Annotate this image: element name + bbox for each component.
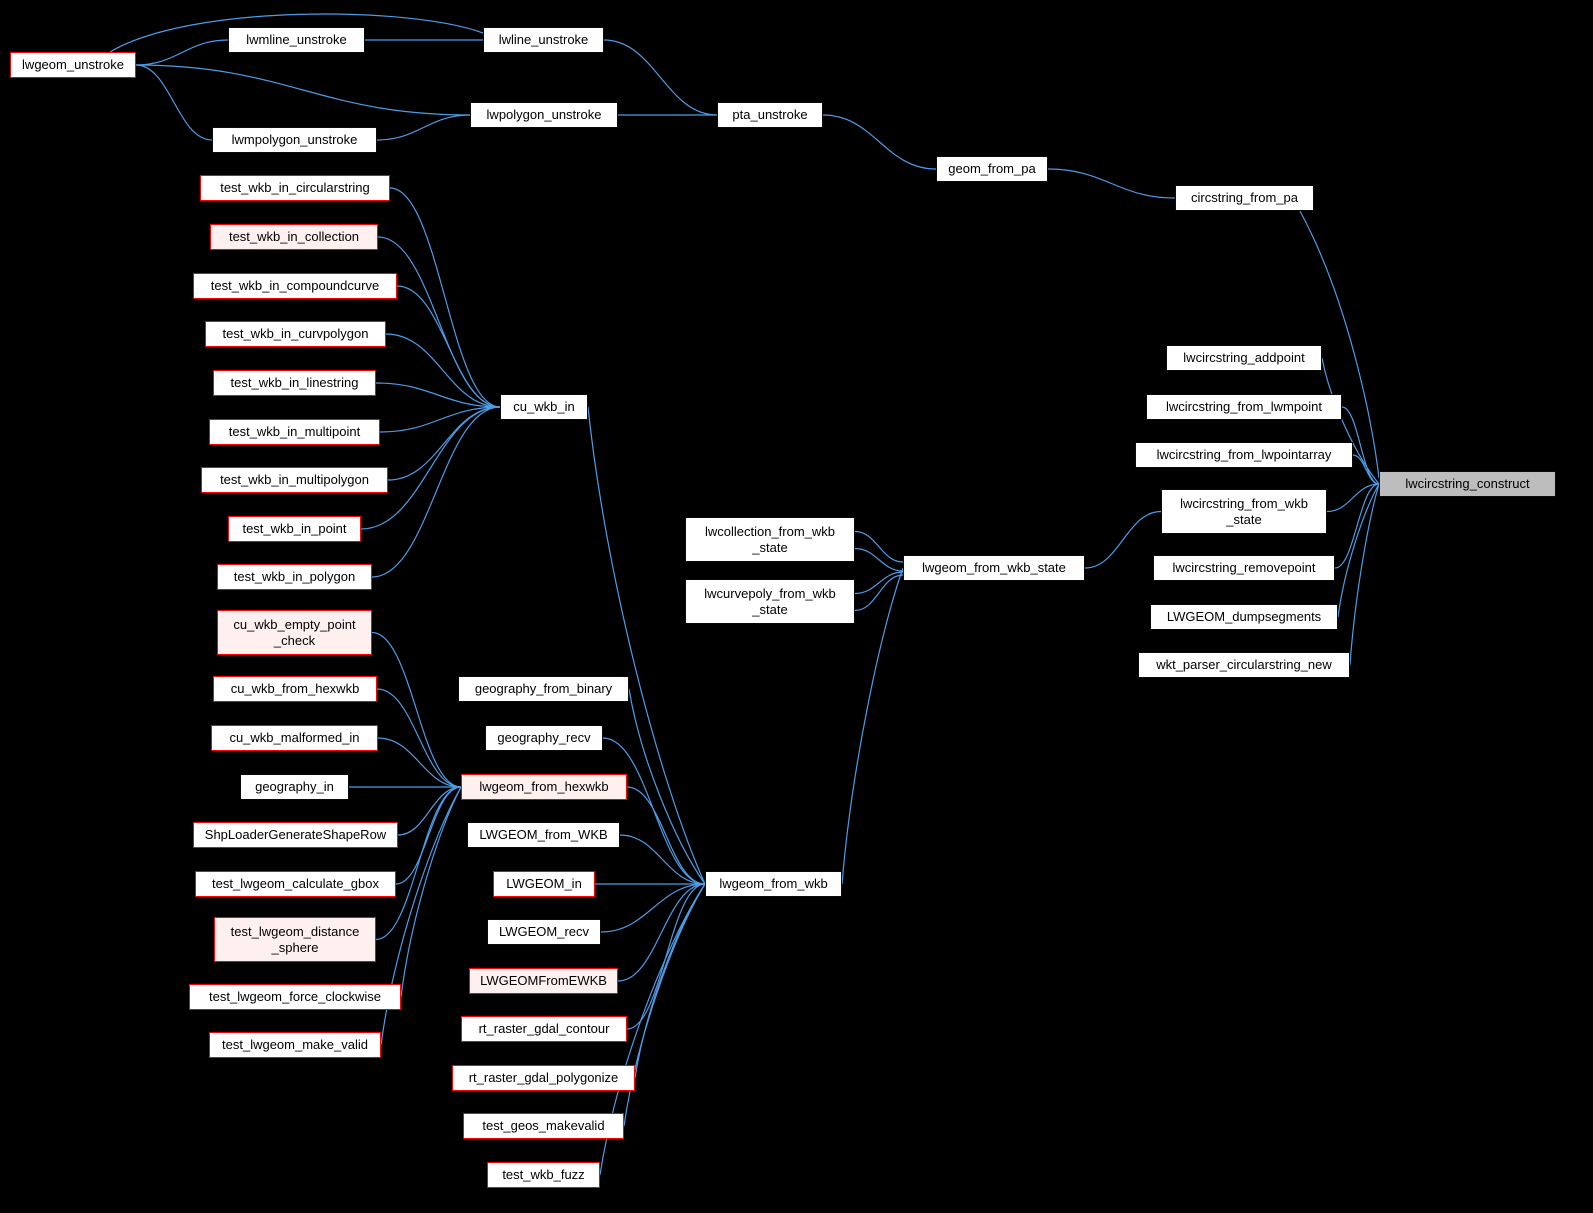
- edge-circstring-from-pa-to-lwcircstring-construct: [1299, 210, 1380, 479]
- node-lwgeom-from-wkb[interactable]: LWGEOM_from_WKB: [467, 822, 620, 848]
- edge-test-wkb-in-collection-to-cu-wkb-in: [377, 236, 501, 408]
- node-cu-wkb-malformed-in[interactable]: cu_wkb_malformed_in: [211, 725, 378, 751]
- edge-lwgeom-from-wkb-state-to-lwcurvepoly-from-wkb-state: [854, 574, 904, 612]
- edge-lwgeom-from-wkb-state-to-lwcircstring-from-wkb-state: [1084, 510, 1162, 569]
- node-test-wkb-in-multipolygon[interactable]: test_wkb_in_multipolygon: [201, 467, 388, 493]
- node-shploadergenerateshaperow[interactable]: ShpLoaderGenerateShapeRow: [193, 822, 398, 848]
- node-lwgeom-recv[interactable]: LWGEOM_recv: [487, 919, 601, 945]
- edge-lwgeom-dumpsegments-to-lwcircstring-construct: [1337, 483, 1380, 618]
- node-test-wkb-in-collection[interactable]: test_wkb_in_collection: [210, 224, 378, 250]
- edge-lwmpolygon-unstroke-to-lwpolygon-unstroke: [376, 114, 471, 141]
- edge-lwgeom-from-wkb-to-lwgeom-from-wkb: [619, 834, 706, 885]
- edge-cu-wkb-malformed-in-to-lwgeom-from-hexwkb: [377, 737, 462, 788]
- edge-lwgeom-unstroke-to-lwline-unstroke: [109, 13, 484, 53]
- node-lwcollection-from-wkb-state[interactable]: lwcollection_from_wkb _state: [685, 517, 855, 562]
- node-test-wkb-fuzz[interactable]: test_wkb_fuzz: [487, 1162, 600, 1188]
- edge-lwline-unstroke-to-pta-unstroke: [603, 39, 718, 116]
- node-geography-recv[interactable]: geography_recv: [485, 725, 603, 751]
- node-cu-wkb-from-hexwkb[interactable]: cu_wkb_from_hexwkb: [213, 676, 377, 702]
- node-geom-from-pa[interactable]: geom_from_pa: [936, 156, 1048, 182]
- edge-lwgeom-from-hexwkb-to-lwgeom-from-wkb: [626, 786, 706, 885]
- node-lwcurvepoly-from-wkb-state[interactable]: lwcurvepoly_from_wkb _state: [685, 579, 855, 624]
- node-lwline-unstroke[interactable]: lwline_unstroke: [483, 27, 604, 53]
- edge-wkt-parser-circularstring-new-to-lwcircstring-construct: [1349, 483, 1380, 666]
- edge-geography-recv-to-lwgeom-from-wkb: [602, 737, 706, 885]
- node-test-wkb-in-point[interactable]: test_wkb_in_point: [228, 516, 361, 542]
- edge-geography-from-binary-to-lwgeom-from-wkb: [628, 688, 706, 885]
- node-lwmpolygon-unstroke[interactable]: lwmpolygon_unstroke: [212, 127, 377, 153]
- edge-lwcircstring-from-wkb-state-to-lwcircstring-construct: [1326, 483, 1380, 513]
- edge-shploadergenerateshaperow-to-lwgeom-from-hexwkb: [397, 786, 462, 836]
- node-test-wkb-in-multipoint[interactable]: test_wkb_in_multipoint: [209, 419, 380, 445]
- edge-test-geos-makevalid-to-lwgeom-from-wkb: [623, 883, 706, 1127]
- node-test-lwgeom-force-clockwise[interactable]: test_lwgeom_force_clockwise: [189, 984, 401, 1010]
- node-pta-unstroke[interactable]: pta_unstroke: [717, 102, 823, 128]
- node-circstring-from-pa[interactable]: circstring_from_pa: [1175, 185, 1314, 211]
- edge-lwgeom-unstroke-to-lwmpolygon-unstroke: [135, 64, 213, 141]
- node-lwmline-unstroke[interactable]: lwmline_unstroke: [228, 27, 365, 53]
- node-lwcircstring-removepoint[interactable]: lwcircstring_removepoint: [1153, 555, 1335, 581]
- node-test-wkb-in-compoundcurve[interactable]: test_wkb_in_compoundcurve: [193, 273, 397, 299]
- node-cu-wkb-in[interactable]: cu_wkb_in: [500, 394, 588, 420]
- node-rt-raster-gdal-contour[interactable]: rt_raster_gdal_contour: [461, 1016, 627, 1042]
- node-geography-from-binary[interactable]: geography_from_binary: [458, 676, 629, 702]
- node-rt-raster-gdal-polygonize[interactable]: rt_raster_gdal_polygonize: [452, 1065, 635, 1091]
- edge-test-lwgeom-force-clockwise-to-lwgeom-from-hexwkb: [400, 786, 462, 998]
- node-lwcircstring-from-wkb-state[interactable]: lwcircstring_from_wkb _state: [1161, 489, 1327, 534]
- node-test-lwgeom-distance-sphere[interactable]: test_lwgeom_distance _sphere: [214, 917, 376, 962]
- edge-lwgeom-unstroke-to-lwpolygon-unstroke: [135, 64, 471, 116]
- node-lwgeom-in[interactable]: LWGEOM_in: [493, 871, 595, 897]
- edge-lwcircstring-addpoint-to-lwcircstring-construct: [1321, 357, 1380, 485]
- edge-lwcircstring-from-lwpointarray-to-lwcircstring-construct: [1352, 454, 1380, 485]
- edge-lwcircstring-removepoint-to-lwcircstring-construct: [1334, 483, 1380, 569]
- edge-lwgeom-from-wkb-state-to-lwcollection-from-wkb-state: [854, 547, 904, 572]
- edge-lwgeom-recv-to-lwgeom-from-wkb: [600, 883, 706, 933]
- node-lwgeom-from-wkb-state[interactable]: lwgeom_from_wkb_state: [903, 555, 1085, 581]
- node-test-lwgeom-make-valid[interactable]: test_lwgeom_make_valid: [209, 1032, 381, 1058]
- node-lwgeom-dumpsegments[interactable]: LWGEOM_dumpsegments: [1150, 604, 1338, 630]
- node-lwpolygon-unstroke[interactable]: lwpolygon_unstroke: [470, 102, 618, 128]
- edge-lwgeomfromewkb-to-lwgeom-from-wkb: [617, 883, 706, 982]
- edge-lwcollection-from-wkb-state-to-lwgeom-from-wkb-state: [854, 530, 904, 563]
- edge-lwcurvepoly-from-wkb-state-to-lwgeom-from-wkb-state: [854, 571, 904, 595]
- edge-geom-from-pa-to-circstring-from-pa: [1047, 168, 1176, 199]
- edge-test-wkb-in-linestring-to-cu-wkb-in: [375, 382, 501, 408]
- edge-lwgeom-from-wkb-to-lwgeom-from-wkb-state: [841, 567, 904, 885]
- edge-test-wkb-in-curvpolygon-to-cu-wkb-in: [385, 333, 501, 408]
- edge-test-wkb-in-polygon-to-cu-wkb-in: [371, 406, 501, 578]
- edge-cu-wkb-empty-point-check-to-lwgeom-from-hexwkb: [371, 631, 462, 788]
- node-test-wkb-in-polygon[interactable]: test_wkb_in_polygon: [217, 564, 372, 590]
- edge-test-wkb-in-multipoint-to-cu-wkb-in: [379, 406, 501, 433]
- edge-test-wkb-in-point-to-cu-wkb-in: [360, 406, 501, 530]
- node-cu-wkb-empty-point-check[interactable]: cu_wkb_empty_point _check: [217, 610, 372, 655]
- node-lwgeom-from-wkb[interactable]: lwgeom_from_wkb: [705, 871, 842, 897]
- edge-test-wkb-in-compoundcurve-to-cu-wkb-in: [396, 285, 501, 408]
- edge-lwgeom-unstroke-to-lwmline-unstroke: [135, 39, 229, 66]
- node-test-wkb-in-circularstring[interactable]: test_wkb_in_circularstring: [200, 175, 390, 201]
- node-lwcircstring-construct: lwcircstring_construct: [1379, 471, 1556, 497]
- node-test-geos-makevalid[interactable]: test_geos_makevalid: [463, 1113, 624, 1139]
- node-lwgeom-unstroke[interactable]: lwgeom_unstroke: [10, 52, 136, 78]
- node-wkt-parser-circularstring-new[interactable]: wkt_parser_circularstring_new: [1138, 652, 1350, 678]
- edge-cu-wkb-from-hexwkb-to-lwgeom-from-hexwkb: [376, 688, 462, 788]
- edge-test-wkb-in-circularstring-to-cu-wkb-in: [389, 187, 501, 408]
- node-lwgeomfromewkb[interactable]: LWGEOMFromEWKB: [469, 968, 618, 994]
- edge-test-lwgeom-distance-sphere-to-lwgeom-from-hexwkb: [375, 786, 462, 941]
- edge-cu-wkb-in-to-lwgeom-from-wkb: [587, 406, 706, 885]
- node-geography-in[interactable]: geography_in: [240, 774, 349, 800]
- node-lwcircstring-addpoint[interactable]: lwcircstring_addpoint: [1166, 345, 1322, 371]
- edge-rt-raster-gdal-polygonize-to-lwgeom-from-wkb: [634, 883, 706, 1079]
- node-lwgeom-from-hexwkb[interactable]: lwgeom_from_hexwkb: [461, 774, 627, 800]
- node-lwcircstring-from-lwpointarray[interactable]: lwcircstring_from_lwpointarray: [1135, 442, 1353, 468]
- node-test-lwgeom-calculate-gbox[interactable]: test_lwgeom_calculate_gbox: [195, 871, 396, 897]
- node-lwcircstring-from-lwmpoint[interactable]: lwcircstring_from_lwmpoint: [1146, 394, 1342, 420]
- edge-pta-unstroke-to-geom-from-pa: [822, 114, 937, 170]
- node-test-wkb-in-linestring[interactable]: test_wkb_in_linestring: [213, 370, 376, 396]
- node-test-wkb-in-curvpolygon[interactable]: test_wkb_in_curvpolygon: [205, 321, 386, 347]
